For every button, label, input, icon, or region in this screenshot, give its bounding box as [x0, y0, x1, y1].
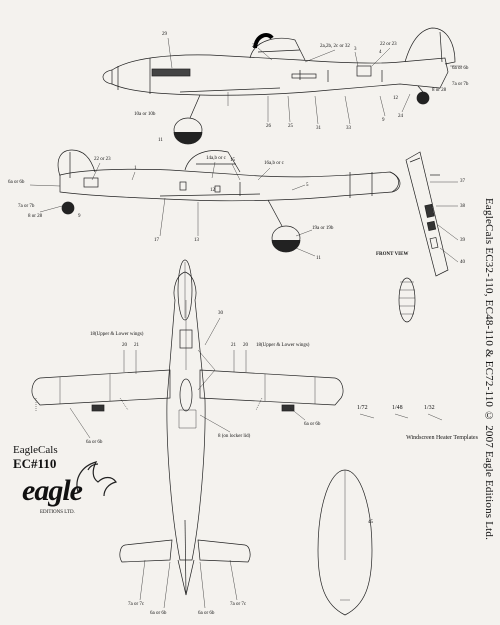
callout: 10a or 10b: [134, 112, 156, 117]
callout: 40: [460, 260, 465, 265]
callout: 7a or 7c: [128, 602, 145, 607]
scale-boxes: [359, 413, 443, 421]
lower-side-profile: [57, 149, 401, 253]
callout: 20: [122, 343, 127, 348]
plan-view: [31, 259, 344, 596]
callout: 45: [368, 520, 373, 525]
logo-line2: EC#110: [13, 456, 57, 471]
callout: 2a,2b, 2c or 32: [320, 44, 350, 49]
callout: 39: [460, 238, 465, 243]
callout: 4: [379, 50, 382, 55]
callout: 19a or 19b: [312, 226, 334, 231]
callout: 22 or 23: [380, 42, 397, 47]
callout: 15: [230, 158, 235, 163]
callout: 11: [316, 256, 321, 261]
sheet-title: EagleCals EC32-110, EC48-110 & EC72-110 …: [483, 198, 495, 541]
callout: 12: [393, 96, 398, 101]
callout: 6a or 6b: [150, 611, 167, 616]
callout: 21: [231, 343, 236, 348]
callout: 8 (on locker lid): [218, 434, 251, 439]
callout: 6a or 6b: [304, 422, 321, 427]
callout: 14a,b or c: [206, 156, 226, 161]
callout: 7a or 7b: [18, 204, 35, 209]
upper-side-profile: [102, 27, 456, 145]
callout: 8 or 28: [432, 88, 447, 93]
callout: 18(Upper & Lower wings): [256, 343, 310, 348]
callout: 5: [306, 183, 309, 188]
callout: 26: [266, 124, 271, 129]
logo-line1: EagleCals: [13, 444, 58, 456]
callout: 38: [460, 204, 465, 209]
scale-1-48: 1/48: [392, 405, 403, 411]
callout: 24: [398, 114, 403, 119]
callout: 18(Upper & Lower wings): [90, 332, 144, 337]
logo-brand: eagle: [22, 474, 83, 507]
front-view-gear-leg: [398, 151, 459, 323]
callout: 6a or 6b: [198, 611, 215, 616]
eaglecals-logo: EagleCals EC#110 eagle EDITIONS LTD.: [10, 444, 130, 524]
callout: 8 or 28: [28, 214, 43, 219]
callout: 9: [78, 214, 81, 219]
callout: 7a or 7c: [230, 602, 247, 607]
scale-1-72: 1/72: [357, 405, 368, 411]
callout: 29: [162, 32, 167, 37]
callout: 11: [158, 138, 163, 143]
callout: 30: [218, 311, 223, 316]
callout: 22 or 23: [94, 157, 111, 162]
callout: 37: [460, 179, 465, 184]
callout: 33: [346, 126, 351, 131]
lower-leader-lines: [29, 161, 316, 257]
callout: 21: [134, 343, 139, 348]
scale-1-32: 1/32: [424, 405, 435, 411]
callout: 1: [134, 166, 137, 171]
callout: 20: [243, 343, 248, 348]
front-view-label: FRONT VIEW: [376, 252, 409, 257]
callout: 6a or 6b: [8, 180, 25, 185]
logo-sub: EDITIONS LTD.: [40, 510, 75, 515]
callout: 7a or 7b: [452, 82, 469, 87]
callout: 25: [288, 124, 293, 129]
callout: 3: [354, 47, 357, 52]
upper-leader-lines: [167, 37, 462, 125]
callout: 12: [210, 188, 215, 193]
callout: 6a or 6b: [452, 66, 469, 71]
windscreen-template: [317, 469, 373, 616]
plan-leader-lines: [69, 317, 306, 609]
callout: 9: [382, 118, 385, 123]
callout: 27: [252, 44, 257, 49]
eagle-logo-mark: [76, 461, 117, 497]
callout: 16a,b or c: [264, 161, 284, 166]
callout: 31: [316, 126, 321, 131]
callout: 17: [154, 238, 159, 243]
callout: 6a or 6b: [86, 440, 103, 445]
callout: 13: [194, 238, 199, 243]
windscreen-label: Windscreen Heater Templates: [406, 435, 478, 441]
